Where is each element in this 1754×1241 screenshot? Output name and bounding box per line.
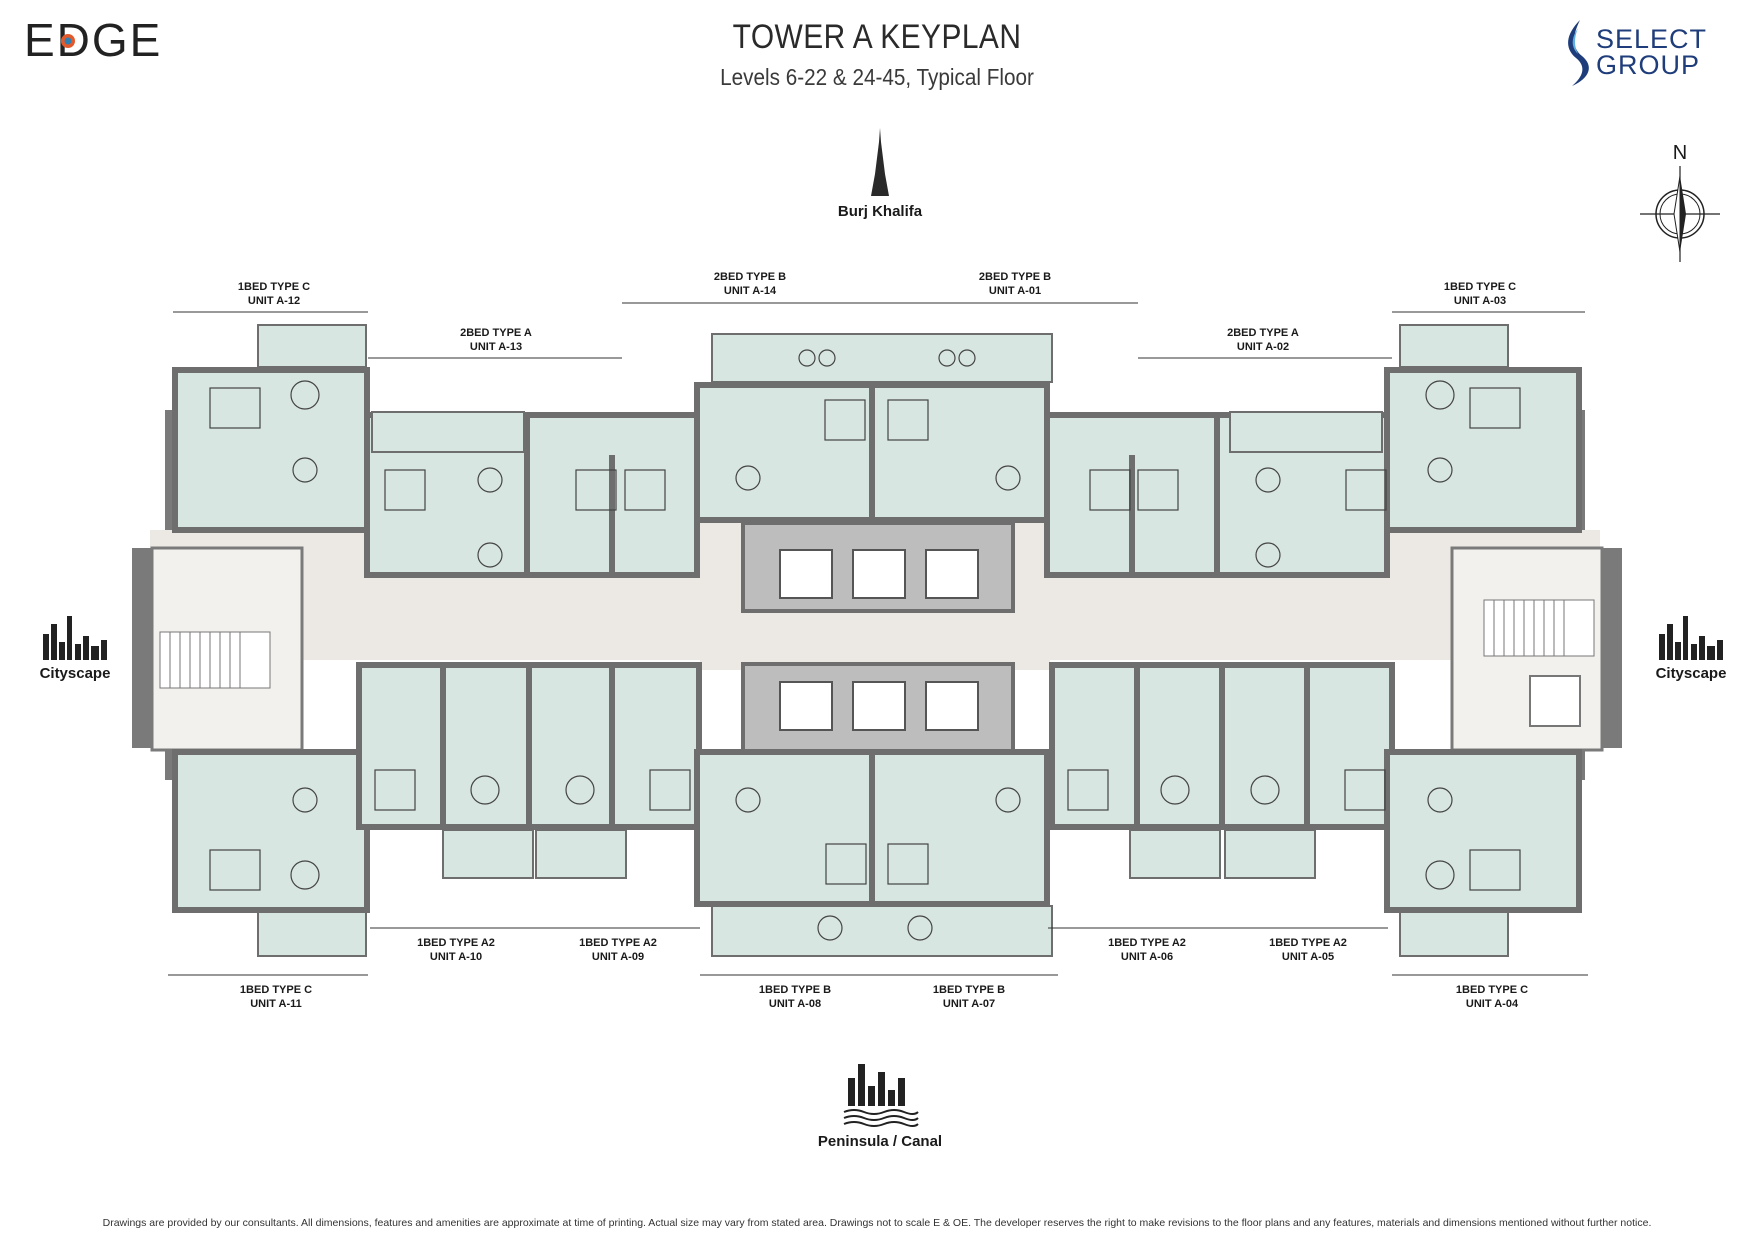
view-right-label: Cityscape (1655, 665, 1727, 682)
unit-label-a03: 1BED TYPE C UNIT A-03 (1400, 280, 1560, 308)
balconies-south (257, 829, 1509, 957)
view-left-label: Cityscape (39, 665, 111, 682)
unit-a03-number: UNIT A-03 (1453, 295, 1507, 307)
cityscape-icon (1659, 616, 1723, 660)
burj-khalifa-icon (871, 128, 889, 196)
select-logo-line1: SELECT (1596, 24, 1708, 54)
select-group-logo: SELECT GROUP (1560, 18, 1740, 88)
svg-text:EDGE: EDGE (24, 16, 162, 66)
party-walls (440, 385, 1310, 904)
unit-a06-number: UNIT A-06 (1120, 951, 1174, 963)
unit-label-a01: 2BED TYPE B UNIT A-01 (935, 270, 1095, 298)
page-subtitle: Levels 6-22 & 24-45, Typical Floor (720, 64, 1034, 90)
unit-a13-type: 2BED TYPE A (460, 327, 532, 339)
edge-logo: EDGE (24, 14, 164, 78)
unit-label-a08: 1BED TYPE B UNIT A-08 (715, 983, 875, 1011)
unit-a06-type: 1BED TYPE A2 (1108, 937, 1186, 949)
unit-a11-type: 1BED TYPE C (239, 984, 313, 996)
unit-a12-number: UNIT A-12 (247, 295, 301, 307)
unit-a02-type: 2BED TYPE A (1227, 327, 1299, 339)
stair-core-right (1450, 546, 1604, 752)
furniture (209, 349, 1521, 941)
unit-a08-number: UNIT A-08 (768, 998, 822, 1010)
unit-label-a11: 1BED TYPE C UNIT A-11 (196, 983, 356, 1011)
dimension-lines (168, 302, 1588, 976)
select-logo-line2: GROUP (1596, 50, 1701, 80)
select-flame-icon (1568, 20, 1589, 86)
view-top: Burj Khalifa (820, 128, 940, 220)
unit-a12-plan (172, 367, 370, 533)
view-right: Cityscape (1646, 616, 1736, 682)
stair-core-left (150, 546, 304, 752)
unit-a12-type: 1BED TYPE C (237, 281, 311, 293)
unit-label-a05: 1BED TYPE A2 UNIT A-05 (1228, 936, 1388, 964)
unit-a09-type: 1BED TYPE A2 (579, 937, 657, 949)
unit-a07-type: 1BED TYPE B (932, 984, 1006, 996)
edge-logo-mark: EDGE (24, 14, 162, 66)
lift-core-south (741, 662, 1015, 754)
unit-a02-number: UNIT A-02 (1236, 341, 1290, 353)
cityscape-icon (43, 616, 107, 660)
unit-a08-type: 1BED TYPE B (758, 984, 832, 996)
north-arrow: N (1640, 142, 1720, 262)
unit-a01-type: 2BED TYPE B (978, 271, 1052, 283)
north-label: N (1672, 142, 1688, 164)
unit-a07-number: UNIT A-07 (942, 998, 996, 1010)
unit-a01-number: UNIT A-01 (988, 285, 1042, 297)
unit-a04-number: UNIT A-04 (1465, 998, 1519, 1010)
unit-a03-plan (1384, 367, 1582, 533)
balconies-north (257, 324, 1509, 453)
unit-label-a10: 1BED TYPE A2 UNIT A-10 (376, 936, 536, 964)
unit-a09-number: UNIT A-09 (591, 951, 645, 963)
compass-rose-icon (1640, 166, 1720, 262)
unit-a04-type: 1BED TYPE C (1455, 984, 1529, 996)
peninsula-canal-icon (843, 1064, 919, 1127)
unit-a05-type: 1BED TYPE A2 (1269, 937, 1347, 949)
unit-a14-number: UNIT A-14 (723, 285, 777, 297)
unit-label-a04: 1BED TYPE C UNIT A-04 (1412, 983, 1572, 1011)
page-title: TOWER A KEYPLAN (732, 18, 1022, 56)
view-bottom-label: Peninsula / Canal (817, 1133, 943, 1150)
unit-label-a06: 1BED TYPE A2 UNIT A-06 (1067, 936, 1227, 964)
unit-label-a13: 2BED TYPE A UNIT A-13 (416, 326, 576, 354)
unit-a10-number: UNIT A-10 (429, 951, 483, 963)
unit-a11-plan (172, 749, 370, 913)
lift-core-north (741, 521, 1015, 613)
unit-label-a02: 2BED TYPE A UNIT A-02 (1183, 326, 1343, 354)
disclaimer: Drawings are provided by our consultants… (102, 1217, 1652, 1229)
edge-logo-dot-inner (64, 37, 72, 45)
unit-a13-number: UNIT A-13 (469, 341, 523, 353)
unit-a05-number: UNIT A-05 (1281, 951, 1335, 963)
unit-a04-plan (1384, 749, 1582, 913)
unit-a03-type: 1BED TYPE C (1443, 281, 1517, 293)
unit-label-a09: 1BED TYPE A2 UNIT A-09 (538, 936, 698, 964)
view-left: Cityscape (30, 616, 120, 682)
unit-a14-type: 2BED TYPE B (713, 271, 787, 283)
view-bottom: Peninsula / Canal (800, 1064, 960, 1150)
view-top-label: Burj Khalifa (837, 203, 923, 220)
unit-a11-number: UNIT A-11 (250, 998, 302, 1010)
unit-a10-type: 1BED TYPE A2 (417, 937, 495, 949)
unit-label-a12: 1BED TYPE C UNIT A-12 (194, 280, 354, 308)
unit-label-a14: 2BED TYPE B UNIT A-14 (670, 270, 830, 298)
unit-label-a07: 1BED TYPE B UNIT A-07 (889, 983, 1049, 1011)
